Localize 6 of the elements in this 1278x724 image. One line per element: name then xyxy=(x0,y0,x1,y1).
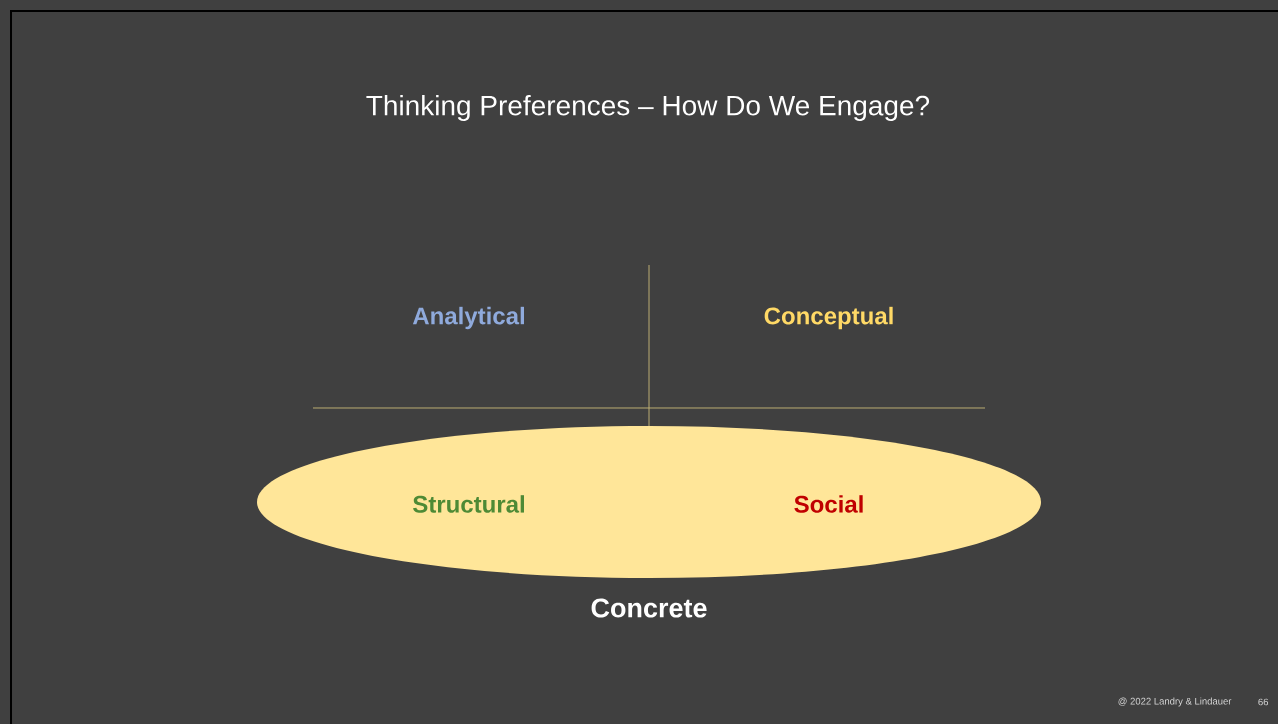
title: Thinking Preferences – How Do We Engage? xyxy=(366,94,930,122)
quadrant-label: Analytical xyxy=(412,306,524,330)
ellipse-caption: Concrete xyxy=(591,598,707,618)
copyright-note: @ 2022 Landry & Lindauer xyxy=(1118,697,1232,707)
quadrant-label: Conceptual xyxy=(764,306,893,330)
page-number: 66 xyxy=(1258,698,1269,706)
